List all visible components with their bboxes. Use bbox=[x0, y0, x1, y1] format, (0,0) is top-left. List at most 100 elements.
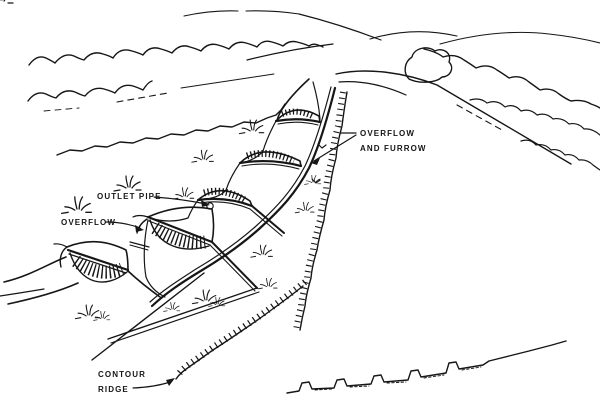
label-overflow: OVERFLOW bbox=[61, 216, 116, 231]
check-dam-1 bbox=[241, 108, 322, 164]
wing-tie-line bbox=[129, 241, 150, 248]
waterway-upper-edge bbox=[56, 103, 286, 156]
hill-saddle-line bbox=[369, 31, 458, 40]
arrowhead-icon bbox=[311, 158, 320, 165]
road-edge-near bbox=[338, 81, 407, 96]
tree-row-mid bbox=[469, 98, 600, 136]
dam-back-edge bbox=[66, 240, 129, 272]
road-dash bbox=[456, 104, 503, 131]
tree-row-upper bbox=[28, 40, 324, 66]
berm-connector bbox=[127, 270, 161, 298]
ground-line bbox=[0, 288, 45, 297]
horizon-hills bbox=[183, 10, 600, 61]
dam-crest-line-inner bbox=[241, 163, 300, 170]
label-line: AND FURROW bbox=[360, 143, 427, 153]
basin-bottom-edge bbox=[145, 276, 166, 298]
basin-left-edge bbox=[143, 219, 149, 278]
distant-ridge-profile bbox=[286, 340, 567, 394]
wing-tie-line-inner bbox=[129, 244, 149, 251]
dam-back-edge bbox=[147, 206, 215, 243]
check-dam-5 bbox=[0, 240, 161, 305]
flow-mark bbox=[317, 143, 327, 149]
outlet-channel-upper bbox=[3, 256, 67, 283]
field-dash bbox=[116, 92, 169, 103]
basin-water-dashes bbox=[314, 388, 334, 391]
dam-toe-curve bbox=[69, 252, 128, 283]
leader-lines bbox=[105, 132, 357, 389]
furrow-stroke bbox=[299, 91, 348, 331]
field-dash bbox=[43, 107, 80, 112]
outlet-channel-lower bbox=[7, 282, 79, 305]
dam-wing bbox=[53, 243, 68, 248]
tree-row-top bbox=[423, 48, 600, 109]
basin-edge bbox=[241, 120, 277, 164]
label-line: CONTOUR bbox=[98, 370, 146, 379]
label-overflow-and-furrow: OVERFLOW AND FURROW bbox=[360, 127, 427, 156]
label-line: OUTLET PIPE bbox=[97, 192, 162, 201]
label-line: OVERFLOW bbox=[61, 218, 117, 227]
waterway-channel bbox=[149, 78, 337, 308]
check-dam-2 bbox=[199, 149, 303, 201]
dam-crest-line-inner bbox=[68, 253, 127, 274]
overflow-furrow-arrow-line bbox=[313, 134, 357, 162]
berm-connector-inner bbox=[249, 208, 283, 237]
field-line bbox=[180, 73, 275, 89]
dam-crest-line bbox=[146, 215, 214, 244]
channel-outer-bank bbox=[150, 86, 337, 308]
dam-crest-line-inner bbox=[148, 220, 211, 246]
lower-field-lines bbox=[91, 272, 260, 361]
dam-crest-line-inner bbox=[277, 121, 319, 126]
check-dam-4 bbox=[132, 206, 258, 298]
overflow-notch bbox=[136, 218, 148, 234]
near-hill-line bbox=[246, 43, 334, 61]
hill-crest-line bbox=[183, 10, 239, 17]
dam-crest-line bbox=[196, 197, 254, 208]
road-edge-far bbox=[335, 70, 572, 165]
dam-crest-arc bbox=[197, 189, 253, 207]
channel-inlet-left bbox=[276, 78, 310, 122]
dam-face-hatching bbox=[280, 108, 316, 120]
arrowhead-icon bbox=[166, 378, 175, 386]
check-dam-3 bbox=[149, 187, 285, 237]
basin-water-dashes bbox=[461, 366, 482, 371]
label-outlet-pipe: OUTLET PIPE bbox=[97, 190, 162, 205]
label-contour-ridge: CONTOUR RIDGE bbox=[98, 367, 146, 397]
dam-left-hook bbox=[59, 246, 68, 268]
berm-connector bbox=[251, 205, 285, 234]
arrowhead-icon bbox=[201, 200, 210, 207]
basin-water-dashes bbox=[423, 374, 445, 379]
label-line: OVERFLOW bbox=[360, 129, 416, 138]
field-road-lines bbox=[43, 70, 572, 165]
berm-connector bbox=[211, 241, 258, 289]
dam-crest-arc bbox=[275, 109, 321, 123]
bush bbox=[404, 47, 453, 83]
berm-connector-inner bbox=[209, 244, 256, 292]
profile-outline bbox=[286, 340, 567, 394]
basin-water-dashes bbox=[386, 381, 407, 384]
right-hill-line bbox=[439, 31, 600, 45]
slope-line bbox=[91, 272, 205, 361]
grass-tufts bbox=[0, 0, 327, 321]
tree-line-right bbox=[404, 47, 600, 171]
flow-mark bbox=[311, 178, 321, 184]
tree-line-left bbox=[27, 40, 324, 102]
ridge-stroke bbox=[175, 285, 304, 380]
dam-crest-line bbox=[238, 159, 303, 168]
contour-line bbox=[107, 287, 258, 340]
channel-inner-bank bbox=[149, 86, 332, 303]
basin-water-dashes bbox=[349, 385, 370, 388]
tree-row-lower bbox=[27, 80, 153, 102]
dam-toe-curve bbox=[149, 219, 210, 250]
dam-face-hatching bbox=[151, 222, 206, 249]
dam-crest-arc bbox=[239, 151, 302, 167]
arrowhead-icon bbox=[135, 225, 144, 232]
overflow-furrow-line bbox=[293, 91, 348, 331]
contour-line-inner bbox=[110, 291, 260, 344]
tree-row-bottom bbox=[520, 139, 600, 171]
dam-crest-line bbox=[274, 118, 322, 124]
dam-crest-line bbox=[66, 248, 130, 272]
label-line: RIDGE bbox=[98, 385, 129, 394]
hill-crest-line bbox=[245, 10, 300, 15]
